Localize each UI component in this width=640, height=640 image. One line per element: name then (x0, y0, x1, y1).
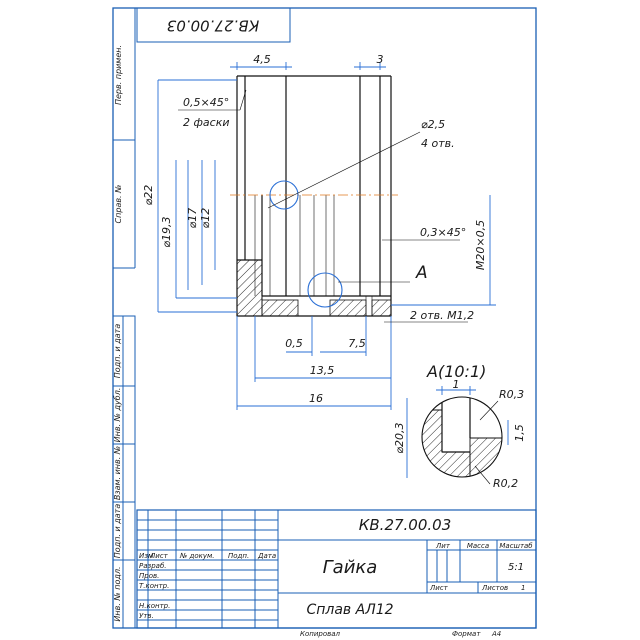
dim-hole-count: 4 отв. (421, 137, 455, 150)
part-main-view (230, 75, 421, 317)
dim-thread-holes: 2 отв. M1,2 (410, 309, 474, 322)
tb-role-tkontr: Т.контр. (139, 582, 169, 590)
dim-13-5: 13,5 (310, 364, 335, 377)
detail-dim-1-5: 1,5 (513, 424, 526, 442)
tb-sheet-label: Лист (429, 584, 449, 592)
tb-header-podp: Подп. (228, 552, 249, 560)
side-label-inv-dubl: Инв. № дубл. (113, 388, 122, 443)
tb-role-utv: Утв. (139, 612, 154, 620)
detail-view-a (406, 386, 509, 485)
dim-chamfer-0-3: 0,3×45° (420, 226, 466, 239)
side-label-inv-podl: Инв. № подл. (113, 566, 122, 621)
detail-dim-1: 1 (453, 378, 460, 391)
tb-format-value: А4 (491, 630, 501, 638)
tb-header-data: Дата (257, 552, 276, 560)
detail-r02: R0,2 (493, 477, 518, 490)
tb-col-masshtab: Масштаб (499, 542, 533, 550)
tb-role-prov: Пров. (139, 572, 159, 580)
view-letter-a: A (415, 263, 428, 283)
tb-doc-code: КВ.27.00.03 (359, 516, 452, 534)
tb-col-massa: Масса (467, 542, 489, 550)
tb-copied: Копировал (300, 630, 341, 638)
dim-d22: ⌀22 (142, 185, 155, 206)
side-label-podp-2: Подп. и дата (113, 504, 122, 559)
dim-thread-m20: M20×0,5 (474, 220, 487, 270)
side-label-podp-1: Подп. и дата (113, 324, 122, 379)
tb-sheets-label: Листов (481, 584, 508, 592)
title-block (136, 509, 537, 629)
side-label-sprav: Справ. № (114, 185, 123, 224)
dim-4-5: 4,5 (253, 53, 271, 66)
tb-header-list: Лист (149, 552, 169, 560)
tb-format-label: Формат (452, 630, 481, 638)
dim-7-5: 7,5 (348, 337, 366, 350)
dim-d12: ⌀12 (199, 208, 212, 229)
dim-0-5: 0,5 (285, 337, 303, 350)
detail-d20-3: ⌀20,3 (393, 422, 406, 453)
tb-header-ndok: № докум. (179, 552, 215, 560)
drawing-code-rotated: КВ.27.00.03 (167, 17, 260, 35)
tb-role-nkontr: Н.контр. (139, 602, 170, 610)
tb-scale: 5:1 (508, 562, 524, 573)
dim-3: 3 (377, 53, 384, 66)
dimension-lines (157, 62, 496, 410)
side-strip: Перв. примен. Справ. № Подп. и дата Инв.… (112, 8, 136, 629)
dim-16: 16 (309, 392, 323, 405)
tb-part-name: Гайка (323, 557, 378, 578)
side-label-perv: Перв. примен. (114, 45, 123, 105)
tb-material: Сплав АЛ12 (306, 602, 393, 618)
tb-col-lit: Лит (435, 542, 451, 550)
side-label-vzam: Взам. инв. № (113, 446, 122, 500)
dim-hole-d25: ⌀2,5 (421, 118, 445, 131)
dim-d17: ⌀17 (186, 208, 199, 229)
dim-chamfer-count: 2 фаски (183, 116, 229, 129)
tb-sheets-value: 1 (521, 584, 525, 592)
detail-r03: R0,3 (499, 388, 524, 401)
detail-title: A(10:1) (426, 362, 486, 381)
tb-role-razrab: Разраб. (139, 562, 167, 570)
dim-d19-3: ⌀19,3 (160, 216, 173, 247)
dim-chamfer-0-5: 0,5×45° (183, 96, 229, 109)
tb-header-izm: Изм (139, 552, 154, 560)
